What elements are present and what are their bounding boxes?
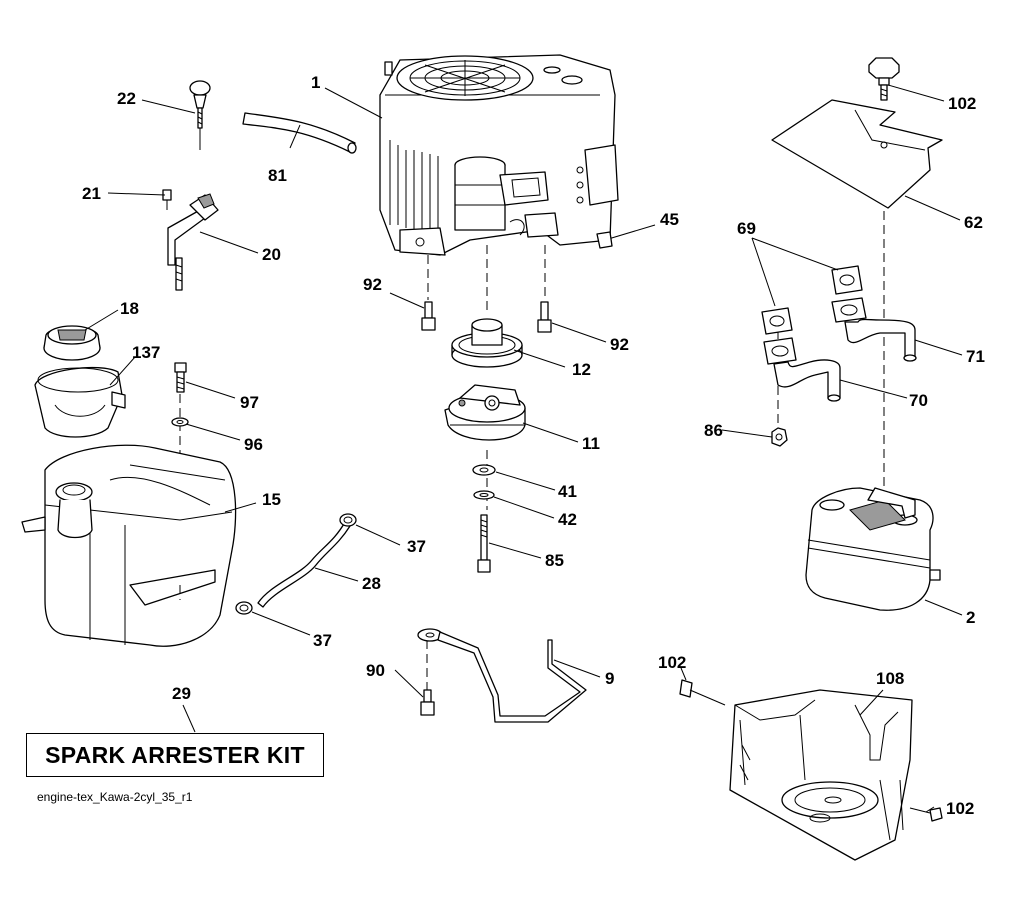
washer-42-part [473,490,495,500]
callout-86: 86 [704,421,723,440]
callout-22: 22 [117,89,136,108]
callout-41: 41 [558,482,577,501]
fuel-cap-18-part [43,325,101,361]
fuel-tank-15-part [21,444,237,647]
bracket-9-part [417,628,587,723]
callout-20: 20 [262,245,281,264]
screw-102-left-part [679,679,726,706]
callout-70: 70 [909,391,928,410]
callout-71: 71 [966,347,985,366]
callout-96: 96 [244,435,263,454]
fuel-bowl-137-part [34,366,126,438]
callout-9: 9 [605,669,614,688]
callout-18: 18 [120,299,139,318]
callout-45: 45 [660,210,679,229]
screw-97-part [174,362,187,393]
tube-81-part [242,112,357,154]
callout-90: 90 [366,661,385,680]
bolt-85-part [477,514,491,573]
engine-shield-108-part [729,689,913,861]
engine-part [379,54,619,256]
exhaust-pipe-70-part [763,337,841,402]
callout-69: 69 [737,219,756,238]
callout-29: 29 [172,684,191,703]
callout-37-bottom: 37 [313,631,332,650]
throttle-20-part [162,189,219,291]
callout-37-top: 37 [407,537,426,556]
callout-81: 81 [268,166,287,185]
callout-85: 85 [545,551,564,570]
callout-137: 137 [132,343,160,362]
diagram-caption: engine-tex_Kawa-2cyl_35_r1 [37,790,193,804]
bolt-92-right-part [537,301,552,333]
fuel-line-28-part [257,521,351,608]
muffler-2-part [805,487,941,611]
washer-41-part [472,464,496,476]
clamp-37-bottom-part [235,601,253,615]
gasket-69-lower-part [761,307,793,335]
clutch-11-part [444,384,526,441]
exhaust-pipe-71-part [831,297,917,362]
callout-102-right: 102 [946,799,974,818]
callout-62: 62 [964,213,983,232]
heat-shield-62-part [771,99,943,209]
clamp-37-top-part [339,513,357,527]
callout-108: 108 [876,669,904,688]
callout-92-left: 92 [363,275,382,294]
callout-11: 11 [582,434,600,453]
screw-102-top-part [868,57,900,101]
nut-86-part [771,427,788,447]
washer-96-part [171,417,189,427]
callout-97: 97 [240,393,259,412]
screw-102-right-part [909,807,943,822]
pulley-12-part [451,318,523,368]
gasket-69-upper-part [831,265,863,295]
callout-15: 15 [262,490,281,509]
callout-28: 28 [362,574,381,593]
dipstick-22-part [189,80,211,150]
callout-12: 12 [572,360,591,379]
callout-21: 21 [82,184,101,203]
callout-42: 42 [558,510,577,529]
bolt-45-part [596,224,656,249]
callout-1: 1 [311,73,320,92]
bolt-92-left-part [421,301,436,331]
bolt-90-part [420,689,435,716]
callout-102-top: 102 [948,94,976,113]
callout-102-left: 102 [658,653,686,672]
callout-2: 2 [966,608,975,627]
spark-arrester-kit-label: SPARK ARRESTER KIT [26,733,324,777]
callout-92-right: 92 [610,335,629,354]
